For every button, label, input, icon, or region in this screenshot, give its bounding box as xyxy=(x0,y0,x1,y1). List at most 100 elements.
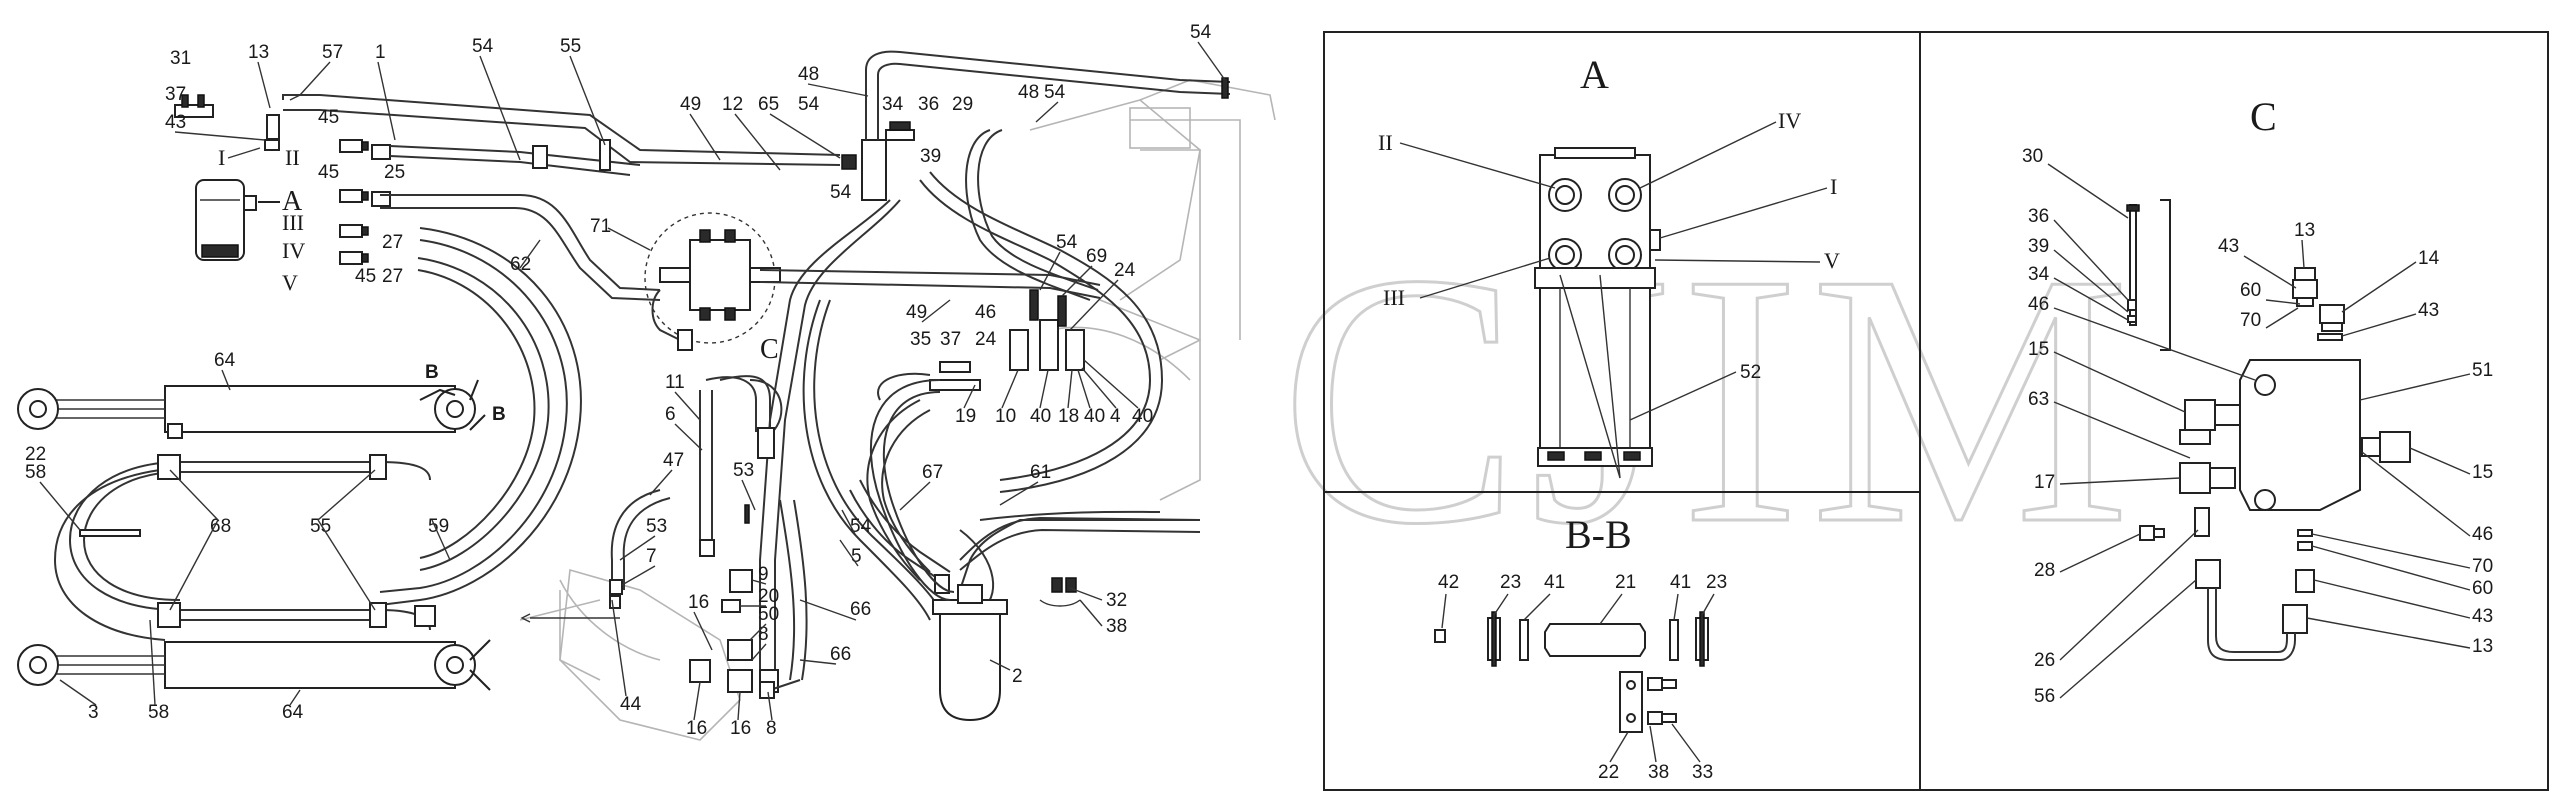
label-71: 71 xyxy=(590,216,611,237)
label-37: 37 xyxy=(165,84,186,105)
label-9: 9 xyxy=(758,564,769,585)
label-12: 12 xyxy=(722,94,743,115)
label-57: 57 xyxy=(322,42,343,63)
main-labels: 31 13 57 1 54 55 37 43 45 I II 25 45 III… xyxy=(25,22,1212,739)
label-III: III xyxy=(282,210,304,235)
filter-assembly xyxy=(849,479,1200,722)
label-34: 34 xyxy=(882,94,904,115)
c-label-60-a: 60 xyxy=(2240,280,2261,301)
c-label-43-b: 43 xyxy=(2418,300,2439,321)
c-label-13-b: 13 xyxy=(2472,636,2493,657)
label-22: 22 xyxy=(25,444,46,465)
label-54-a: 54 xyxy=(472,36,494,57)
label-II: II xyxy=(285,145,300,170)
label-3: 3 xyxy=(88,702,99,723)
label-50: 50 xyxy=(758,604,779,625)
label-29: 29 xyxy=(952,94,973,115)
hydraulic-cylinder-upper xyxy=(17,385,476,439)
section-b-marker-top: B xyxy=(425,362,439,383)
label-69: 69 xyxy=(1086,246,1107,267)
section-bb-labels: B-B 42 23 41 21 41 23 22 38 33 xyxy=(1438,512,1727,783)
c-label-56: 56 xyxy=(2034,686,2055,707)
view-c-title: C xyxy=(2250,94,2277,139)
view-a-port-iv: IV xyxy=(1778,108,1801,133)
control-valve-block xyxy=(644,212,781,351)
c-label-46-a: 46 xyxy=(2028,294,2049,315)
label-8-b: 8 xyxy=(766,718,777,739)
label-68: 68 xyxy=(210,516,231,537)
view-a-labels: A II IV I III V 52 xyxy=(1378,52,1840,479)
c-label-14: 14 xyxy=(2418,248,2440,269)
view-a-port-v: V xyxy=(1824,248,1840,273)
upper-pipe xyxy=(282,94,841,176)
hydraulic-cylinder-lower xyxy=(17,639,491,691)
bb-label-33: 33 xyxy=(1692,762,1713,783)
bb-label-41-b: 41 xyxy=(1670,572,1691,593)
label-67: 67 xyxy=(922,462,943,483)
label-13: 13 xyxy=(248,42,269,63)
label-44: 44 xyxy=(620,694,642,715)
label-54-g: 54 xyxy=(850,516,872,537)
bb-label-22: 22 xyxy=(1598,762,1619,783)
cylinder-hoses xyxy=(53,454,436,641)
c-label-43-c: 43 xyxy=(2472,606,2493,627)
bracket-bolts xyxy=(174,94,280,151)
label-49-b: 49 xyxy=(906,302,927,323)
c-label-13-a: 13 xyxy=(2294,220,2315,241)
label-45-c: 45 xyxy=(355,266,376,287)
bb-label-23-a: 23 xyxy=(1500,572,1521,593)
label-48-b: 48 xyxy=(1018,82,1039,103)
label-37-b: 37 xyxy=(940,329,961,350)
hose-67 xyxy=(869,379,955,601)
section-bb-pin-assembly xyxy=(1434,611,1709,733)
section-b-marker-side: B xyxy=(492,404,506,425)
label-45-b: 45 xyxy=(318,162,339,183)
bb-label-38: 38 xyxy=(1648,762,1669,783)
view-a-port-iii: III xyxy=(1383,285,1405,310)
label-27-b: 27 xyxy=(382,266,403,287)
label-18: 18 xyxy=(1058,406,1079,427)
fitting-cluster-ports xyxy=(339,139,391,265)
section-bb-title: B-B xyxy=(1565,512,1632,557)
label-61: 61 xyxy=(1030,462,1051,483)
view-c-reference: C xyxy=(760,334,779,365)
label-40-c: 40 xyxy=(1132,406,1153,427)
view-a-port-i: I xyxy=(1830,174,1837,199)
label-66-b: 66 xyxy=(830,644,851,665)
label-58-b: 58 xyxy=(148,702,169,723)
label-19: 19 xyxy=(955,406,976,427)
c-label-46-b: 46 xyxy=(2472,524,2493,545)
label-10: 10 xyxy=(995,406,1016,427)
label-16-b: 16 xyxy=(686,718,707,739)
label-I: I xyxy=(218,145,225,170)
c-label-15-b: 15 xyxy=(2472,462,2493,483)
label-6: 6 xyxy=(665,404,676,425)
view-a-reference: A xyxy=(282,186,303,217)
bb-label-21: 21 xyxy=(1615,572,1636,593)
label-53-a: 53 xyxy=(733,460,754,481)
c-label-30: 30 xyxy=(2022,146,2043,167)
label-39: 39 xyxy=(920,146,941,167)
c-label-70-b: 70 xyxy=(2472,556,2493,577)
view-a-label-52: 52 xyxy=(1740,362,1761,383)
label-36: 36 xyxy=(918,94,939,115)
label-5: 5 xyxy=(851,546,862,567)
label-16-c: 16 xyxy=(730,718,751,739)
watermark: CJIM xyxy=(1280,199,2140,598)
main-hose-bundle xyxy=(749,129,1201,690)
c-label-26: 26 xyxy=(2034,650,2055,671)
c-label-63: 63 xyxy=(2028,389,2049,410)
hose-loop-59 xyxy=(379,227,582,606)
c-label-39: 39 xyxy=(2028,236,2049,257)
label-46: 46 xyxy=(975,302,996,323)
view-a-steering-unit xyxy=(1534,147,1661,467)
c-label-15-a: 15 xyxy=(2028,339,2049,360)
label-54-c: 54 xyxy=(830,182,852,203)
view-c-valve-block xyxy=(2126,199,2411,661)
label-40-b: 40 xyxy=(1084,406,1105,427)
label-49-a: 49 xyxy=(680,94,701,115)
electric-motor xyxy=(195,179,257,261)
label-40-a: 40 xyxy=(1030,406,1051,427)
label-38: 38 xyxy=(1106,616,1127,637)
